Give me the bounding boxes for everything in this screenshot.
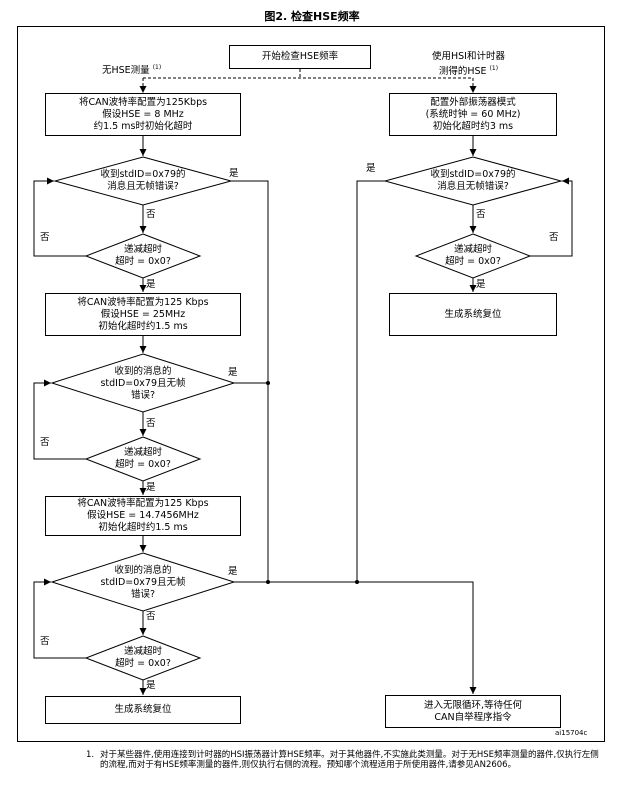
no-label: 否 [40, 232, 50, 243]
check-text-3: 收到的消息的 stdID=0x79且无帧 错误? [100, 565, 186, 600]
yes-label: 是 [476, 279, 486, 290]
branch-left-label: 无HSE测量 (1) [102, 64, 162, 77]
yes-label: 是 [228, 367, 238, 378]
footnote-text: 对于某些器件,使用连接到计时器的HSI振荡器计算HSE频率。对于其他器件,不实施… [100, 750, 599, 770]
figure-title: 图2. 检查HSE频率 [264, 10, 360, 23]
yes-label: 是 [146, 680, 156, 691]
check-text-1: 收到stdID=0x79的 消息且无帧错误? [100, 169, 186, 192]
reset-box-right: 生成系统复位 [389, 293, 557, 336]
check-text-2: 收到的消息的 stdID=0x79且无帧 错误? [100, 366, 186, 401]
no-label: 否 [40, 636, 50, 647]
no-label: 否 [146, 418, 156, 429]
yes-label: 是 [229, 168, 239, 179]
no-label: 否 [146, 611, 156, 622]
no-label: 否 [40, 437, 50, 448]
yes-label: 是 [366, 163, 376, 174]
footnote-number: 1. [86, 750, 95, 760]
diagram-frame [17, 26, 605, 742]
start-box: 开始检查HSE频率 [229, 45, 371, 69]
branch-dashed-lines [139, 69, 477, 93]
timeout-text-1: 递减超时 超时 = 0x0? [115, 244, 171, 267]
yes-label: 是 [146, 279, 156, 290]
check-text-right: 收到stdID=0x79的 消息且无帧错误? [430, 169, 516, 192]
config-box-right: 配置外部振荡器模式 (系统时钟 = 60 MHz) 初始化超时约3 ms [389, 93, 557, 136]
no-label: 否 [549, 232, 559, 243]
timeout-text-2: 递减超时 超时 = 0x0? [115, 447, 171, 470]
yes-label: 是 [146, 482, 156, 493]
document-id: ai15704c [555, 729, 588, 737]
yes-label: 是 [228, 566, 238, 577]
config-box-2: 将CAN波特率配置为125 Kbps 假设HSE = 25MHz 初始化超时约1… [45, 293, 241, 336]
no-label: 否 [476, 209, 486, 220]
timeout-text-3: 递减超时 超时 = 0x0? [115, 646, 171, 669]
reset-box-left: 生成系统复位 [45, 696, 241, 724]
branch-right-label: 使用HSI和计时器 测得的HSE (1) [432, 51, 505, 78]
no-label: 否 [146, 209, 156, 220]
timeout-text-right: 递减超时 超时 = 0x0? [445, 244, 501, 267]
infinite-loop-box: 进入无限循环,等待任何 CAN自举程序指令 [385, 695, 561, 728]
footnote: 1. 对于某些器件,使用连接到计时器的HSI振荡器计算HSE频率。对于其他器件,… [86, 750, 606, 770]
config-box-3: 将CAN波特率配置为125 Kbps 假设HSE = 14.7456MHz 初始… [45, 496, 241, 536]
config-box-1: 将CAN波特率配置为125Kbps 假设HSE = 8 MHz 约1.5 ms时… [45, 93, 241, 136]
